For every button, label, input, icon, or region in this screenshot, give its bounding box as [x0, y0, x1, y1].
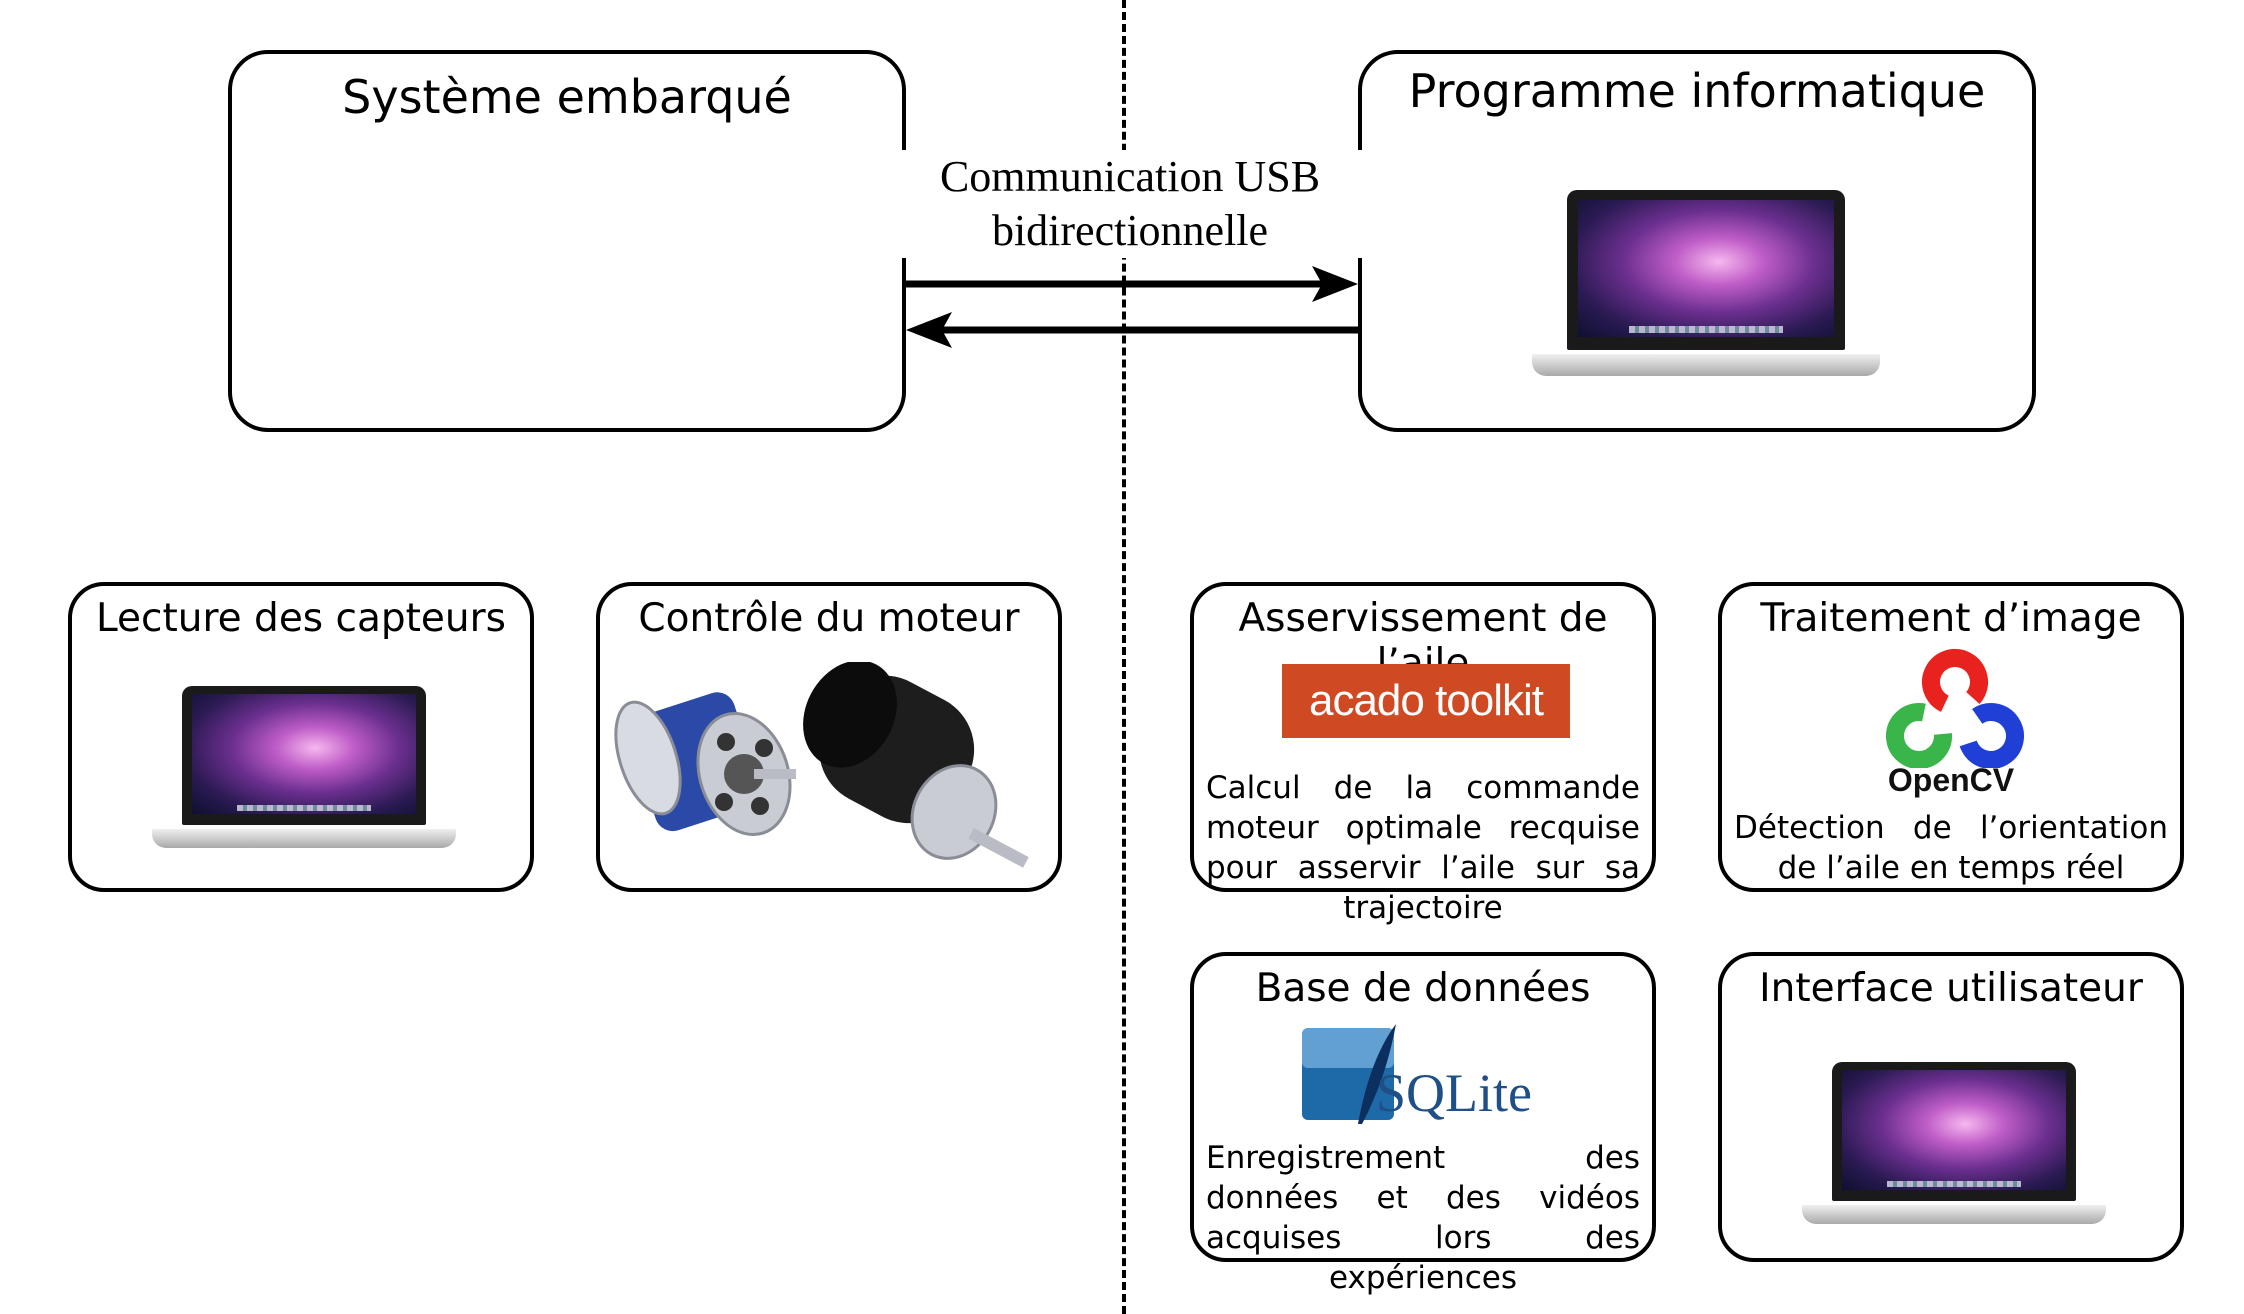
embedded-system-title: Système embarqué [342, 70, 792, 124]
database-title: Base de données [1255, 966, 1591, 1011]
wing-control-title: Asservissement de l’aile [1238, 596, 1608, 686]
opencv-logo-icon [1886, 649, 2024, 768]
image-processing-description: Détection de l’orientation de l’aile en … [1734, 810, 2168, 886]
database-description: Enregistrement des données et des vidéos… [1206, 1140, 1640, 1296]
vertical-divider [1122, 0, 1126, 1314]
sqlite-logo-text: SQLite [1376, 1063, 1532, 1123]
motor-image [614, 662, 1029, 868]
database-box: Base de données SQLite Enregistrement de… [1190, 952, 1656, 1296]
acado-toolkit-logo: acado toolkit [1282, 664, 1570, 738]
arrow-to-program [906, 266, 1358, 302]
sqlite-feather-icon [1302, 1024, 1396, 1124]
usb-communication-label: Communication USB bidirectionnelle [880, 150, 1380, 258]
laptop-image [1802, 1062, 2106, 1224]
image-processing-title: Traitement d’image [1760, 596, 2142, 641]
brushless-motor-icon [614, 692, 796, 837]
usb-label-line2: bidirectionnelle [991, 206, 1269, 255]
arrow-to-embedded [906, 312, 1358, 348]
laptop-image [1532, 190, 1880, 376]
sensor-reading-title: Lecture des capteurs [96, 596, 506, 641]
usb-label-line1: Communication USB [939, 152, 1321, 201]
image-processing-box: Traitement d’image OpenCV Détection de l… [1718, 582, 2184, 892]
sqlite-logo: SQLite [1298, 1020, 1558, 1130]
motor-control-title: Contrôle du moteur [638, 596, 1020, 641]
motor-control-box: Contrôle du moteur [596, 582, 1062, 892]
user-interface-box: Interface utilisateur [1718, 952, 2184, 1262]
sensor-reading-box: Lecture des capteurs [68, 582, 534, 892]
opencv-logo-text: OpenCV [1887, 762, 2015, 798]
wing-control-box: Asservissement de l’aile acado toolkit C… [1190, 582, 1656, 926]
wing-control-description: Calcul de la commande moteur optimale re… [1206, 770, 1640, 926]
laptop-image [152, 686, 456, 848]
computer-program-box: Programme informatique [1358, 50, 2036, 432]
embedded-system-box: Système embarqué [228, 50, 906, 432]
dc-motor-icon [803, 662, 1029, 868]
user-interface-title: Interface utilisateur [1759, 966, 2143, 1011]
computer-program-title: Programme informatique [1408, 64, 1986, 118]
